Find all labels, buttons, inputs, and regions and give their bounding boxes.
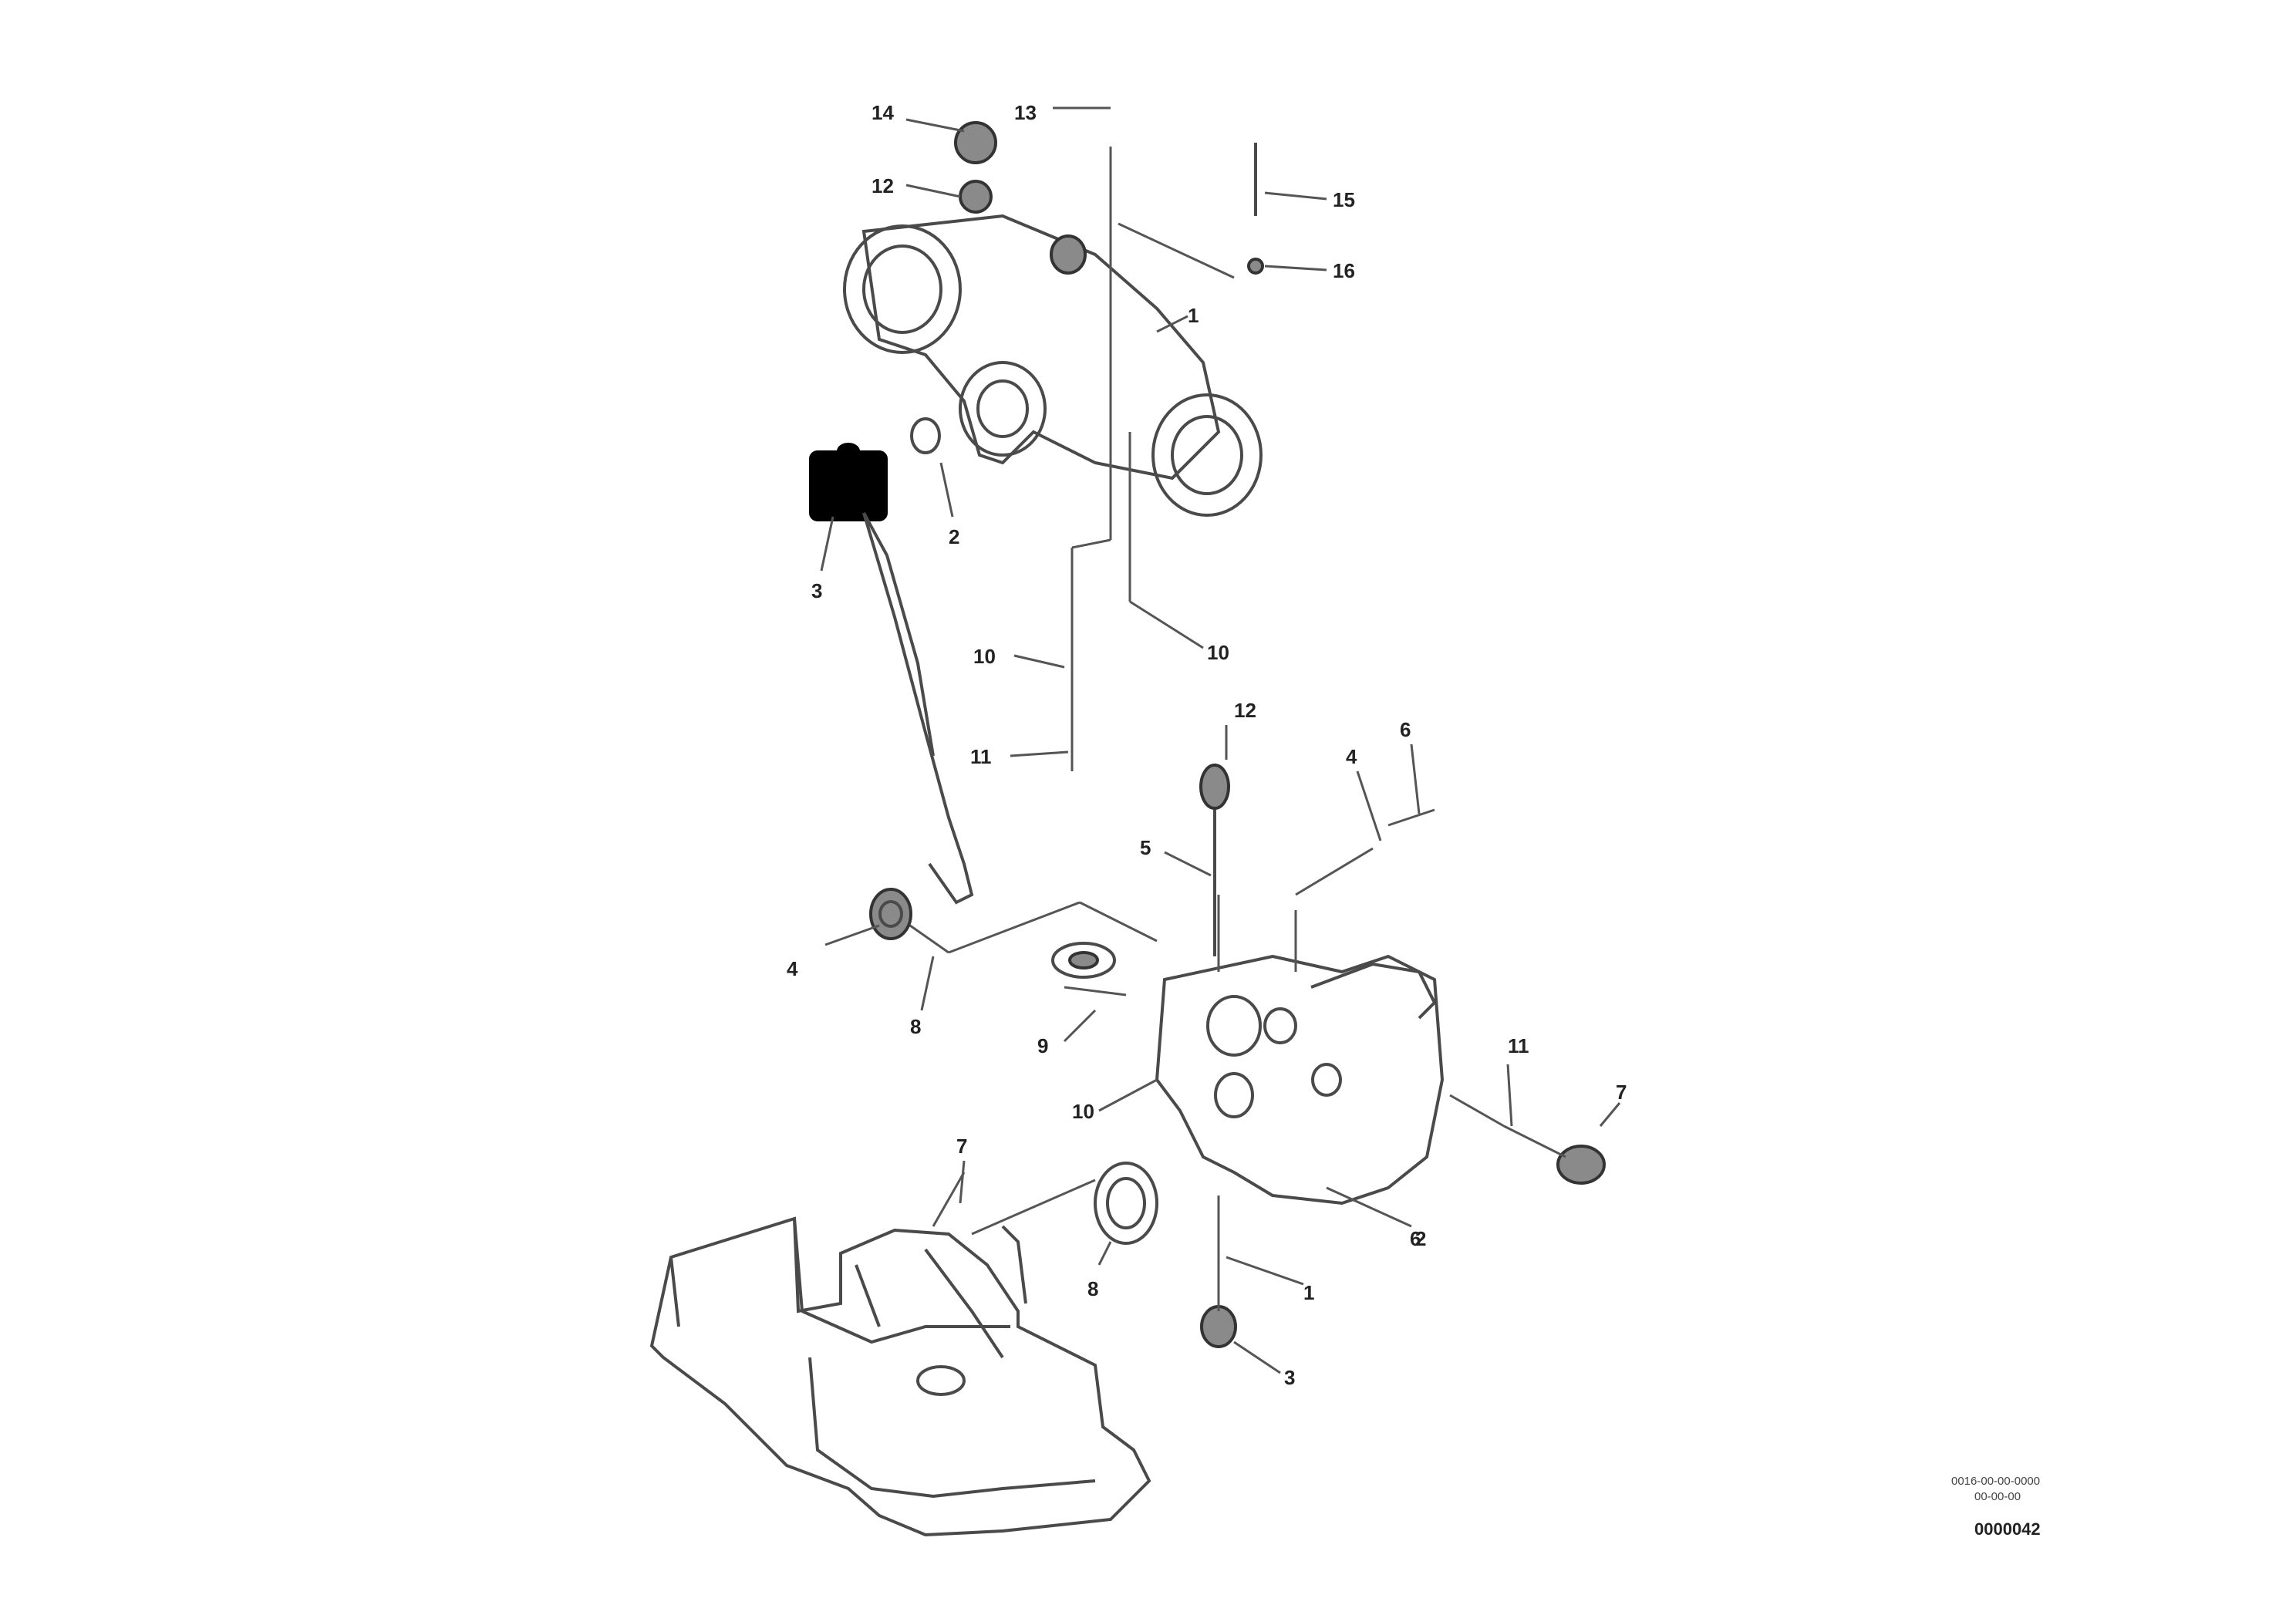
callout-label: 4 — [1346, 745, 1357, 768]
reference-line-2: 00-00-00 — [1974, 1490, 2021, 1503]
callout-label: 2 — [949, 525, 959, 548]
bracket-rod — [862, 512, 974, 905]
callout-label: 16 — [1333, 259, 1355, 282]
callout-label: 7 — [956, 1135, 967, 1158]
callout-label: 12 — [872, 174, 894, 197]
callout-label: 10 — [973, 645, 996, 668]
upper-leader-lines — [820, 106, 1327, 771]
reference-block: 0016-00-00-0000 00-00-00 0000042 — [1951, 1475, 2041, 1539]
callout-label: 4 — [787, 957, 798, 980]
callout-label: 1 — [1188, 304, 1199, 327]
callout-labels: 14 13 12 15 16 1 2 3 10 10 11 12 4 6 5 4… — [787, 101, 1627, 1389]
engine-block — [649, 1172, 1151, 1537]
callout-label: 7 — [1616, 1081, 1627, 1104]
callout-label: 11 — [1508, 1034, 1529, 1057]
callout-label: 1 — [1303, 1281, 1314, 1304]
callout-label: 6 — [1410, 1227, 1421, 1250]
callout-label: 12 — [1234, 699, 1256, 722]
callout-label: 8 — [910, 1015, 921, 1038]
middle-leader-lines — [824, 725, 1621, 1374]
callout-label: 3 — [811, 579, 822, 602]
callout-label: 13 — [1014, 101, 1037, 124]
callout-label: 5 — [1140, 836, 1151, 859]
reference-code: 0000042 — [1974, 1519, 2041, 1539]
callout-label: 14 — [872, 101, 894, 124]
callout-label: 6 — [1400, 718, 1411, 741]
callout-label: 2 — [1415, 1227, 1426, 1250]
callout-label: 8 — [1087, 1277, 1098, 1300]
upper-assembly — [843, 121, 1264, 517]
reference-line-1: 0016-00-00-0000 — [1951, 1475, 2040, 1488]
callout-label: 15 — [1333, 188, 1355, 211]
callout-label: 10 — [1072, 1100, 1094, 1123]
callout-label: 11 — [970, 745, 992, 768]
callout-label: 10 — [1207, 641, 1229, 664]
callout-label: 9 — [1037, 1034, 1048, 1057]
black-block-part — [809, 443, 888, 521]
callout-label: 3 — [1284, 1366, 1295, 1389]
middle-assembly — [869, 764, 1606, 1348]
